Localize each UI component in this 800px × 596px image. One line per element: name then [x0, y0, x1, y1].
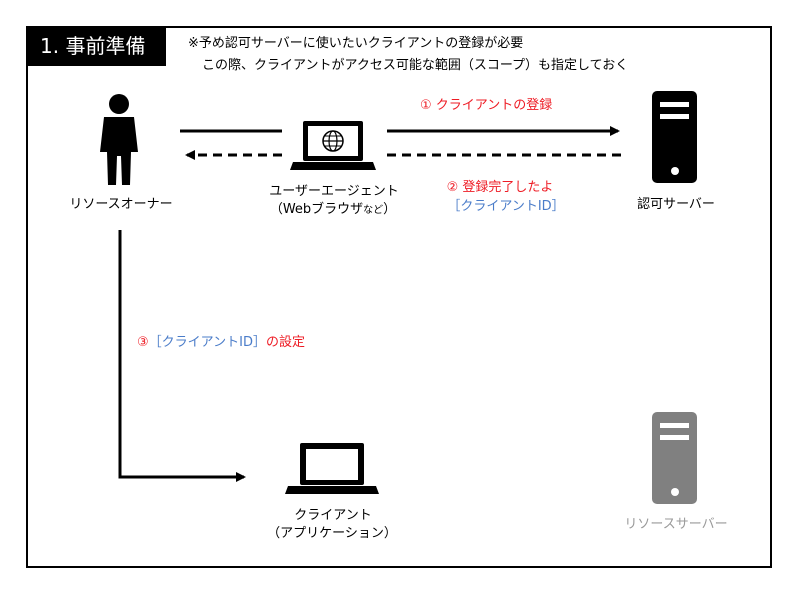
step2-client-id: ［クライアントID］: [447, 199, 565, 214]
resource-owner-label: リソースオーナー: [69, 197, 173, 212]
user-agent-sublabel-small: など: [363, 205, 384, 216]
person-icon: [100, 94, 138, 185]
server-icon: [652, 91, 697, 183]
set-client-id-arrow: [118, 230, 246, 482]
auth-server-label: 認可サーバー: [637, 197, 715, 212]
user-agent-sublabel: （Webブラウザなど）: [270, 198, 396, 217]
section-title: 1. 事前準備: [26, 26, 166, 66]
step1-label: ① クライアントの登録: [420, 98, 553, 113]
resource-server-label: リソースサーバー: [624, 517, 728, 532]
user-agent-sublabel-main: （Webブラウザ: [269, 202, 364, 217]
step2-label: ② 登録完了したよ: [446, 180, 554, 195]
user-agent-label: ユーザーエージェント: [269, 184, 399, 199]
step3-label: ③［クライアントID］の設定: [137, 331, 305, 350]
client-sublabel: （アプリケーション）: [267, 526, 397, 541]
step3-client-id: ［クライアントID］: [148, 335, 266, 350]
server-icon-inactive: [652, 412, 697, 504]
step3-number: ③: [137, 335, 149, 350]
note-line-2: この際、クライアントがアクセス可能な範囲（スコープ）も指定しておく: [202, 58, 629, 73]
laptop-icon: [285, 443, 379, 494]
laptop-globe-icon: [290, 121, 376, 170]
step3-tail: の設定: [265, 335, 305, 350]
note-line-1: ※予め認可サーバーに使いたいクライアントの登録が必要: [188, 36, 524, 51]
user-agent-sublabel-end: ）: [383, 202, 397, 217]
client-label: クライアント: [294, 508, 372, 523]
